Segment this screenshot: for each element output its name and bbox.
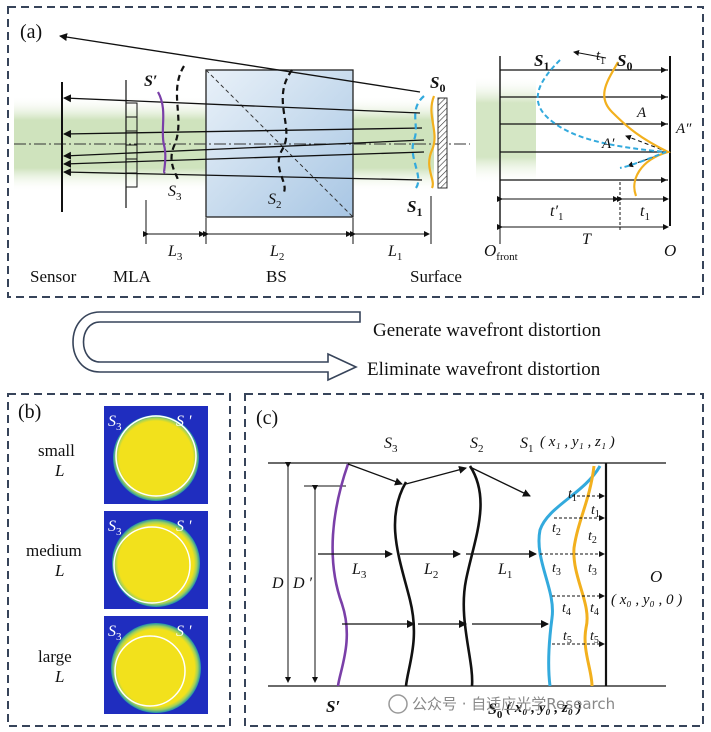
- wavefront-s1: [411, 95, 425, 189]
- panel-b: (b) small L S3 S ' medium L S3 S ' large…: [7, 393, 231, 727]
- label-t1: t1: [640, 203, 650, 223]
- c-label-l3: L3: [351, 561, 367, 581]
- c-t2-left: t2: [552, 521, 561, 538]
- label-D: D: [271, 575, 284, 592]
- generate-text: Generate wavefront distortion: [373, 320, 601, 341]
- c-label-s2: S2: [470, 435, 484, 455]
- c-surface-orange: [572, 465, 596, 687]
- c-wavefront-s1: [537, 465, 602, 687]
- label-sensor: Sensor: [30, 267, 77, 286]
- wavefront-s-prime: [157, 91, 167, 174]
- wavefront-s3: [170, 65, 185, 183]
- c-label-s0-coords: ( x₀ , y₀ , z₀ ): [506, 700, 582, 716]
- c-t2-right: t2: [588, 529, 597, 546]
- panel-c-frame: [244, 393, 704, 727]
- panel-c-label: (c): [256, 407, 278, 429]
- watermark: 公众号 · 自适应光学Research: [388, 694, 615, 714]
- c-label-l2: L2: [423, 561, 438, 581]
- label-s2: S2: [268, 191, 282, 211]
- c-label-O: O: [650, 567, 662, 586]
- label-point-a-prime: A′: [601, 136, 615, 152]
- label-D-prime: D ′: [292, 575, 313, 592]
- right-subdiagram: [476, 49, 672, 244]
- label-l2: L2: [269, 243, 284, 263]
- c-t3-left: t3: [552, 561, 561, 578]
- row-small-L: L: [54, 461, 64, 480]
- row-medium-size: medium: [26, 541, 82, 560]
- c-label-s0: S0: [488, 701, 503, 721]
- panel-a-frame: [7, 6, 704, 298]
- label-mla: MLA: [113, 267, 152, 286]
- c-label-s1-coords: ( x₁ , y₁ , z₁ ): [540, 434, 615, 450]
- spot-large-s3: S3: [108, 623, 122, 643]
- panel-b-frame: [7, 393, 231, 727]
- c-wavefront-s-prime: [331, 463, 350, 687]
- rays: [59, 33, 425, 181]
- row-small-size: small: [38, 441, 75, 460]
- c-t5-left: t5: [563, 629, 572, 646]
- label-right-s0: S0: [617, 51, 632, 73]
- c-label-s-prime: S′: [326, 697, 340, 716]
- panel-b-label: (b): [18, 401, 41, 423]
- label-surface: Surface: [410, 267, 462, 286]
- c-wavefront-s2: [462, 465, 482, 687]
- c-t5-right: t5: [590, 629, 599, 646]
- spot-small-s3: S3: [108, 413, 122, 433]
- watermark-text: 公众号 · 自适应光学Research: [412, 695, 615, 713]
- label-s1: S1: [407, 197, 422, 219]
- spot-large-s-prime: S ': [176, 623, 192, 640]
- label-s0: S0: [430, 73, 445, 95]
- label-s3: S3: [168, 183, 182, 203]
- c-label-s3: S3: [384, 435, 398, 455]
- row-large-L: L: [54, 667, 64, 686]
- panel-a: (a): [7, 6, 704, 298]
- c-t1-left: t1: [568, 487, 577, 504]
- c-t4-left: t4: [562, 601, 571, 618]
- label-right-s1: S1: [534, 51, 549, 73]
- c-label-s1: S1: [520, 435, 534, 455]
- surface-orange: [428, 95, 436, 189]
- label-l1: L1: [387, 243, 402, 263]
- label-s-prime: S′: [144, 73, 157, 90]
- panel-a-label: (a): [20, 21, 42, 43]
- beam-splitter: [205, 69, 354, 218]
- c-wavefront-s3: [393, 481, 416, 687]
- c-label-l1: L1: [497, 561, 512, 581]
- c-t3-right: t3: [588, 561, 597, 578]
- row-large-size: large: [38, 647, 72, 666]
- label-point-a: A: [636, 105, 647, 121]
- label-T: T: [582, 231, 592, 248]
- spot-medium-s3: S3: [108, 518, 122, 538]
- c-label-o-coords: ( x₀ , y₀ , 0 ): [611, 592, 682, 608]
- panel-c: (c) D D ′: [244, 393, 704, 727]
- label-t1-prime: t′1: [550, 203, 563, 223]
- microlens-array: [125, 80, 138, 208]
- label-bs: BS: [266, 267, 287, 286]
- wavefront-s2: [277, 69, 293, 193]
- c-t4-right: t4: [590, 601, 599, 618]
- process-arrow: Generate wavefront distortion Eliminate …: [72, 311, 601, 382]
- spot-small-s-prime: S ': [176, 413, 192, 430]
- label-right-t1-top: t1: [596, 48, 605, 67]
- label-point-a-dprime: A″: [675, 121, 692, 137]
- c-rays: [318, 463, 549, 628]
- row-medium-L: L: [54, 561, 64, 580]
- c-t1-right: t1: [591, 503, 600, 520]
- label-o-front: Ofront: [484, 241, 518, 263]
- spot-medium-s-prime: S ': [176, 518, 192, 535]
- c-t-rays: [540, 493, 605, 647]
- surface-sample: [437, 97, 448, 189]
- distance-brackets: [143, 196, 432, 244]
- label-O: O: [664, 241, 676, 260]
- eliminate-text: Eliminate wavefront distortion: [367, 359, 601, 380]
- label-l3: L3: [167, 243, 183, 263]
